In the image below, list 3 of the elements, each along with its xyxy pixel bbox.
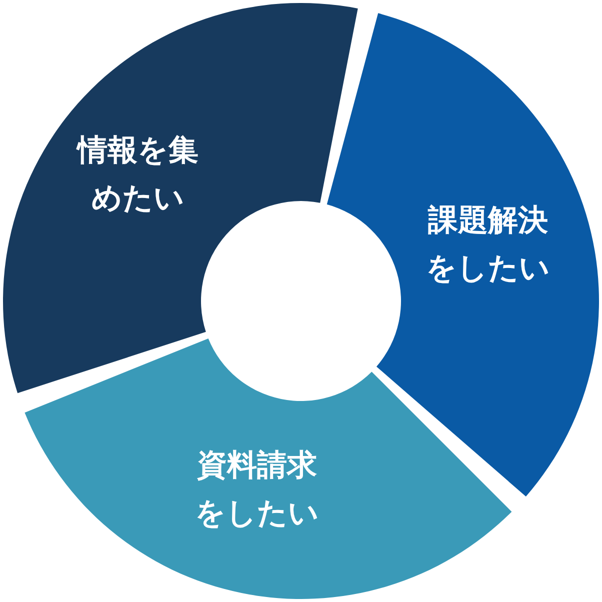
- segment-label: 情報を集めたい: [75, 132, 200, 218]
- segment-label: 課題解決をしたい: [425, 202, 551, 288]
- segment-label: 資料請求をしたい: [194, 447, 320, 533]
